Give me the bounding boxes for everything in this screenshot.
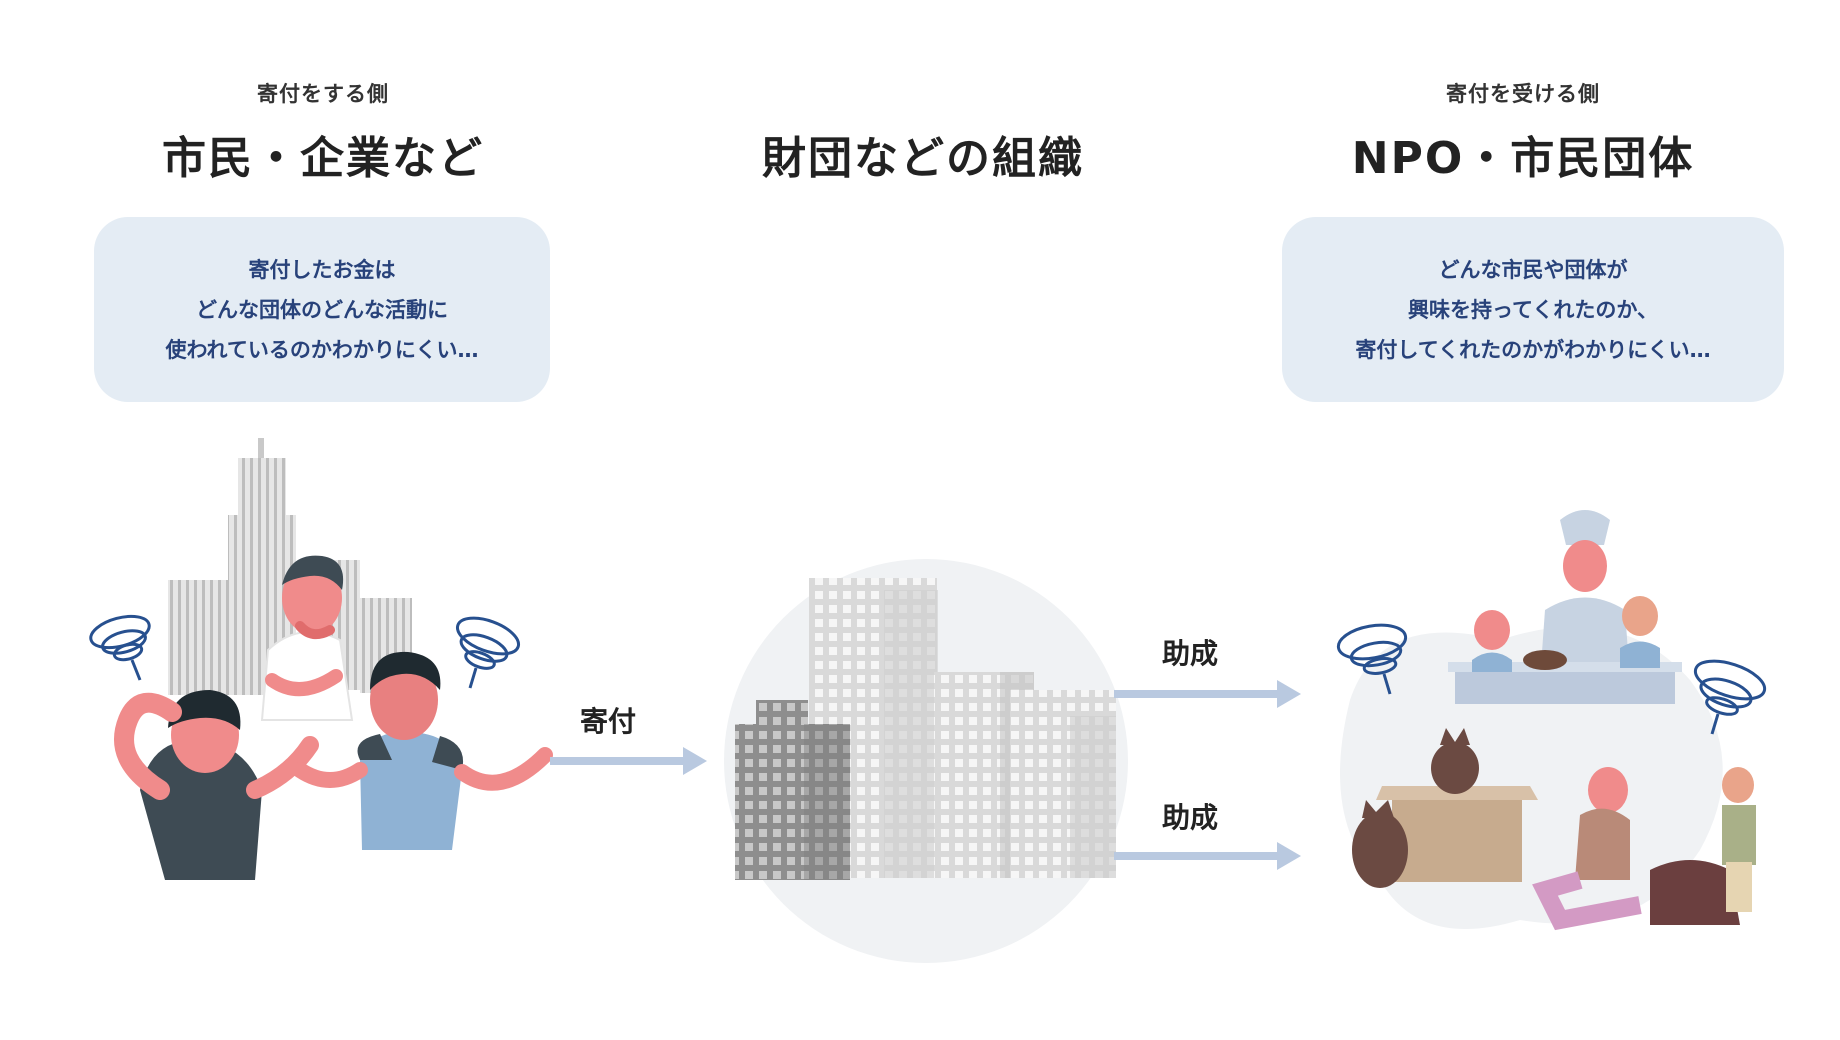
grant-lower-arrow-label: 助成: [1162, 801, 1219, 834]
confusion-swirl-icon: [1693, 659, 1767, 735]
recipient-side-title: NPO・市民団体: [1351, 133, 1695, 184]
confusion-swirl-icon: [1336, 623, 1408, 695]
confusion-swirl-icon: [89, 614, 151, 681]
grant-arrow-upper: [1114, 680, 1301, 708]
donor-concern-bubble: 寄付したお金は どんな団体のどんな活動に 使われているのかわかりにくい…: [94, 217, 550, 402]
recipient-concern-line-3: 寄付してくれたのかがわかりにくい…: [1355, 337, 1711, 362]
donor-concern-line-3: 使われているのかわかりにくい…: [165, 337, 479, 362]
confused-people-illustration: [114, 555, 553, 880]
donor-side-subtitle: 寄付をする側: [257, 82, 389, 106]
npo-activities-illustration: [1340, 510, 1756, 931]
recipient-concern-line-2: 興味を持ってくれたのか、: [1408, 297, 1658, 322]
grant-upper-arrow-label: 助成: [1162, 637, 1219, 670]
donation-arrow-label: 寄付: [580, 705, 637, 738]
donation-arrow: [550, 747, 707, 775]
donor-side-title: 市民・企業など: [162, 133, 484, 184]
foundation-buildings-illustration: [724, 559, 1128, 963]
confusion-swirl-icon: [455, 616, 521, 689]
recipient-concern-bubble: どんな市民や団体が 興味を持ってくれたのか、 寄付してくれたのかがわかりにくい…: [1282, 217, 1784, 402]
donor-concern-line-1: 寄付したお金は: [248, 257, 396, 282]
donor-concern-line-2: どんな団体のどんな活動に: [196, 297, 448, 322]
grant-arrow-lower: [1114, 842, 1301, 870]
recipient-side-subtitle: 寄付を受ける側: [1446, 82, 1600, 106]
foundation-title: 財団などの組織: [762, 133, 1084, 184]
recipient-concern-line-1: どんな市民や団体が: [1438, 257, 1628, 282]
